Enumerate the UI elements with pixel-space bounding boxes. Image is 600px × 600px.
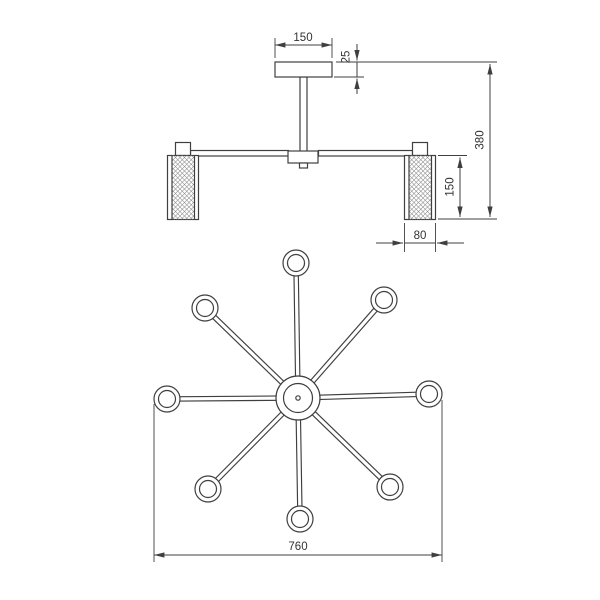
ceiling-plate [274, 61, 333, 78]
dim-plate-width-label: 150 [293, 32, 312, 44]
lamp-bottom [286, 505, 314, 533]
dim-overall-height: 380 [336, 61, 497, 220]
dim-shade-height: 150 [438, 155, 467, 217]
lamp-top [282, 249, 310, 277]
right-shade-mesh [409, 155, 432, 220]
dim-plate-width: 150 [274, 32, 333, 58]
lamp-upper-left [191, 294, 219, 322]
plan-center-hub [275, 375, 321, 421]
lamp-lower-left [194, 475, 222, 503]
dim-plate-thickness-label: 25 [341, 51, 353, 64]
left-shade-cap [174, 141, 192, 157]
hub-finial [298, 162, 309, 169]
dim-shade-height-label: 150 [445, 177, 457, 196]
right-arm [317, 149, 414, 157]
lamp-right [415, 380, 443, 408]
dim-overall-diameter: 760 [153, 400, 443, 562]
dim-overall-height-label: 380 [475, 130, 487, 149]
lamp-lower-right [376, 473, 404, 501]
right-shade [403, 141, 437, 221]
side-elevation-view: 150 25 380 150 [166, 32, 497, 252]
right-shade-cap [411, 141, 429, 157]
left-shade [166, 141, 200, 221]
dim-overall-diameter-label: 760 [288, 541, 307, 553]
plan-view: 760 [153, 249, 443, 562]
lamp-left [153, 385, 181, 413]
left-arm [189, 149, 290, 157]
stem [299, 76, 308, 156]
dim-shade-width: 80 [376, 223, 464, 252]
left-shade-mesh [172, 155, 195, 220]
dim-plate-thickness: 25 [334, 44, 364, 94]
plan-lamps [153, 249, 443, 533]
center-hub [287, 150, 319, 164]
lamp-upper-right [370, 286, 398, 314]
hub-center-dot [295, 395, 301, 401]
dim-shade-width-label: 80 [414, 230, 427, 242]
